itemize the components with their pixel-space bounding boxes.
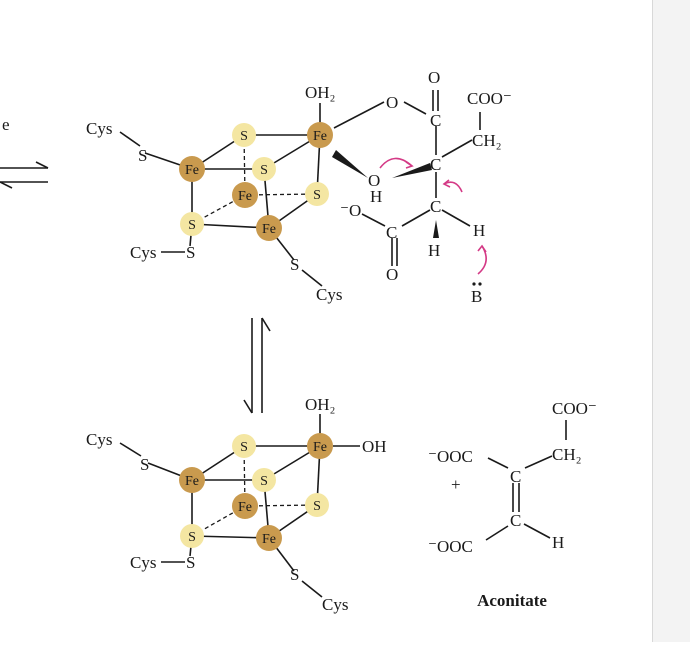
hydroxyl-oxygen-label: O [368,171,380,190]
carbonyl-oxygen-label: O [428,68,440,87]
aconitate-caption: Aconitate [477,591,547,610]
bottom-cluster-atoms [179,433,333,551]
base-label: B [471,287,482,306]
atom-label-fe: Fe [313,129,327,144]
atom-label-s: S [260,474,268,489]
hydroxyl-hydrogen-label: H [370,187,382,206]
plus-sign: + [451,475,461,494]
cys-label: Cys [316,285,342,304]
carboxylate-oxygen-label: ⁻O [340,201,361,220]
top-cluster-atom-labels: S S S S Fe Fe Fe Fe [185,129,327,237]
hydrogen-label: H [473,221,485,240]
hydrogen-label: H [552,533,564,552]
sulfur-label: S [138,146,147,165]
cys-label: Cys [86,119,112,138]
bottom-cluster-atom-labels: S S S S Fe Fe Fe Fe [185,440,327,547]
bottom-cluster-ligand-labels: Cys S Cys S S Cys OH₂ OH [86,395,387,614]
carboxylate-label: ⁻OOC [428,537,473,556]
wedge-bond [392,163,432,178]
base-lone-pair [472,282,482,286]
iron-atom [232,182,258,208]
sulfur-atom [232,123,256,147]
sulfur-label: S [186,553,195,572]
cys-label: Cys [86,430,112,449]
atom-label-s: S [260,163,268,178]
atom-label-fe: Fe [313,440,327,455]
iron-atom [307,433,333,459]
sulfur-atom [252,468,276,492]
iron-atom [256,215,282,241]
atom-label-s: S [313,499,321,514]
atom-label-s: S [313,188,321,203]
sulfur-label: S [290,255,299,274]
cys-label: Cys [130,243,156,262]
top-cluster-ligand-labels: Cys S Cys S S Cys OH₂ [86,83,342,304]
iron-atom [232,493,258,519]
sulfur-atom [305,493,329,517]
cys-label: Cys [130,553,156,572]
carbon-label: C [430,155,441,174]
left-equilibrium-arrow [0,161,49,189]
aconitate-labels: ⁻OOC + C COO⁻ CH₂ C ⁻OOC H [428,399,597,556]
iron-atom [179,467,205,493]
top-substrate-bonds [333,90,481,266]
atom-label-s: S [240,440,248,455]
ester-oxygen-label: O [386,93,398,112]
top-substrate-labels: O O C COO⁻ CH₂ C O H C ⁻O C O H H B [340,68,512,306]
carbon-label: C [510,511,521,530]
wedge-bond [433,220,439,238]
sulfur-atom [252,157,276,181]
carbon-label: C [430,111,441,130]
carbon-label: C [386,223,397,242]
atom-label-s: S [240,129,248,144]
carbon-label: C [510,467,521,486]
sulfur-atom [180,212,204,236]
atom-label-s: S [188,530,196,545]
water-ligand-label: OH₂ [305,83,335,102]
atom-label-fe: Fe [262,532,276,547]
atom-label-fe: Fe [185,163,199,178]
methylene-label: CH₂ [552,445,582,464]
cys-label: Cys [322,595,348,614]
carboxylate-label: ⁻OOC [428,447,473,466]
atom-label-fe: Fe [238,500,252,515]
iron-atom [179,156,205,182]
wedge-bond [332,150,368,178]
atom-label-fe: Fe [262,222,276,237]
sulfur-atom [180,524,204,548]
atom-label-fe: Fe [238,189,252,204]
iron-atom [256,525,282,551]
sulfur-label: S [290,565,299,584]
hydrogen-label: H [428,241,440,260]
carbon-label: C [430,197,441,216]
carboxylate-label: COO⁻ [467,89,512,108]
carbonyl-oxygen-label: O [386,265,398,284]
carboxylate-label: COO⁻ [552,399,597,418]
sulfur-atom [305,182,329,206]
iron-atom [307,122,333,148]
sulfur-label: S [186,243,195,262]
sulfur-atom [232,434,256,458]
methylene-label: CH₂ [472,131,502,150]
atom-label-s: S [188,218,196,233]
vertical-equilibrium-arrow [243,317,271,414]
atom-label-fe: Fe [185,474,199,489]
aconitate-bonds [485,420,567,541]
top-cluster-atoms [179,122,333,241]
sulfur-label: S [140,455,149,474]
hydroxide-ligand-label: OH [362,437,387,456]
right-side-panel [652,0,690,642]
left-fragment-text: e [2,115,10,134]
water-ligand-label: OH₂ [305,395,335,414]
electron-push-arrows [379,157,487,275]
